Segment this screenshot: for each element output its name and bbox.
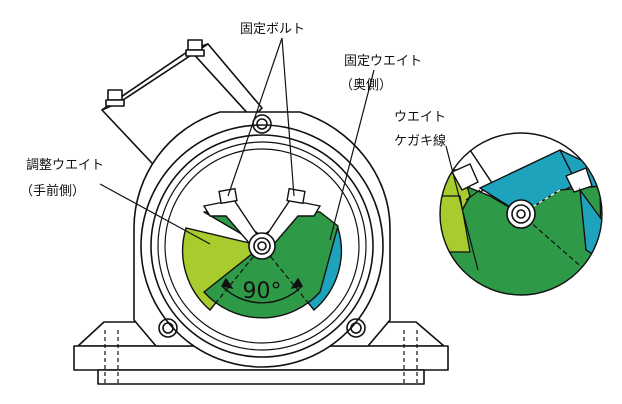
angle-label: 90° xyxy=(243,279,282,304)
fixing-bolt-label: 固定ボルト xyxy=(240,22,306,37)
leader-lines xyxy=(99,37,479,271)
detail-view xyxy=(439,132,603,296)
angle-dimension xyxy=(220,277,304,304)
base-foot xyxy=(73,321,449,385)
terminal-box xyxy=(101,39,263,179)
shaft xyxy=(248,232,276,260)
adjust-weight-label: 調整ウエイト xyxy=(26,158,105,173)
bolt-hole-hidden-lines xyxy=(104,330,418,384)
adjust-weight-note: （手前側） xyxy=(20,184,86,199)
adjust-weight xyxy=(181,227,264,311)
fixed-weight-label: 固定ウエイト xyxy=(344,54,423,69)
clamp-plates xyxy=(202,187,322,246)
marking-line-label-1: ウエイト xyxy=(394,110,447,125)
fixed-weight-note: （奥側） xyxy=(340,78,393,93)
marking-line-label-2: ケガキ線 xyxy=(394,134,447,149)
weight-assembly xyxy=(181,211,343,319)
